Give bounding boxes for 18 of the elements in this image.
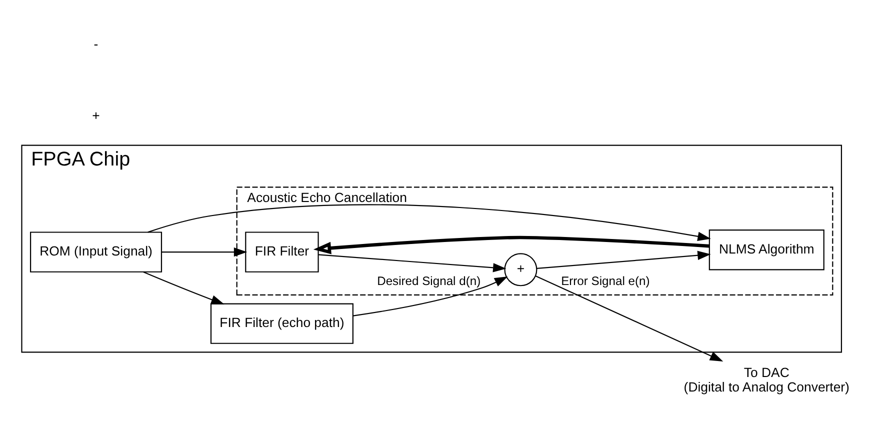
label: + [92,108,100,124]
arrow [353,276,508,316]
edge-label: Desired Signal d(n) [377,274,481,288]
arrow [318,254,506,272]
arrow [313,236,710,254]
arrow [148,204,711,241]
node-circle: + [504,253,538,286]
arrow [536,250,711,269]
node-box: FIR Filter (echo path) [210,303,354,344]
node-box: ROM (Input Signal) [30,232,162,272]
node-box: NLMS Algorithm [708,230,824,270]
node-text: To DAC (Digital to Analog Converter) [684,365,850,394]
arrow [143,272,224,304]
edge-label: Error Signal e(n) [561,274,650,288]
label: - [94,36,98,52]
node-box: FIR Filter [245,232,319,272]
arrow [162,247,248,257]
arrow [535,275,724,362]
